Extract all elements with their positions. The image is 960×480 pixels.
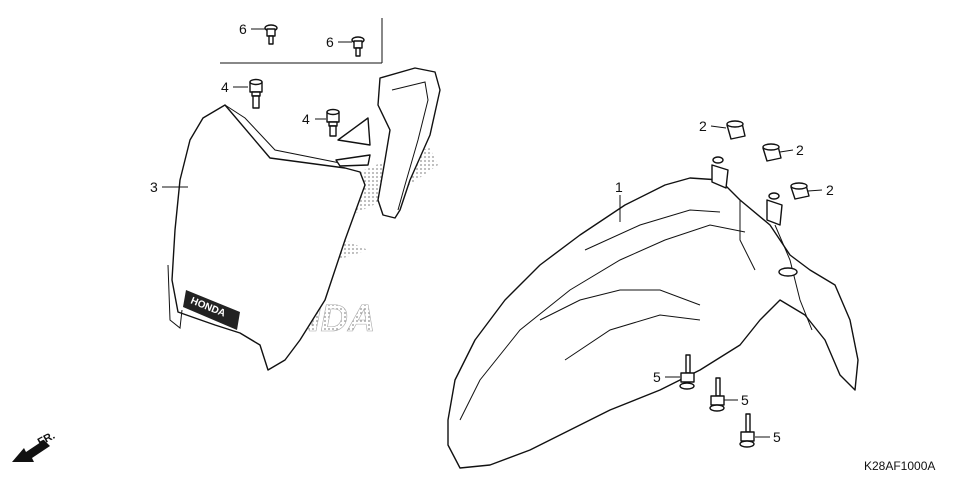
bolt-4a [249,78,263,109]
bolt-5c [739,413,755,448]
screw-6b [351,36,365,57]
callout-2a: 2 [699,118,707,134]
number-plate: HONDA [167,67,441,371]
callout-6b: 6 [326,34,334,50]
leader-lines [162,28,823,438]
grommet-2b [762,143,782,162]
group-divider [220,18,383,64]
callout-1: 1 [615,179,623,195]
callout-5a: 5 [653,369,661,385]
callout-6a: 6 [239,21,247,37]
callout-5b: 5 [741,392,749,408]
callout-2b: 2 [796,142,804,158]
callout-3: 3 [150,179,158,195]
callout-5c: 5 [773,429,781,445]
callout-2c: 2 [826,182,834,198]
bolt-4b [326,108,340,137]
grommet-2a [726,120,746,140]
grommet-2c [790,182,810,200]
diagram-code: K28AF1000A [864,459,935,473]
callout-4a: 4 [221,79,229,95]
callout-4b: 4 [302,111,310,127]
bolt-5a [679,354,695,390]
front-direction-arrow: FR. [12,430,57,462]
bolt-5b [709,377,725,412]
front-fender [447,156,859,469]
callouts: 6 6 4 4 3 2 2 2 1 5 5 5 [150,21,834,445]
screw-6a [264,24,278,45]
direction-label: FR. [36,430,57,449]
